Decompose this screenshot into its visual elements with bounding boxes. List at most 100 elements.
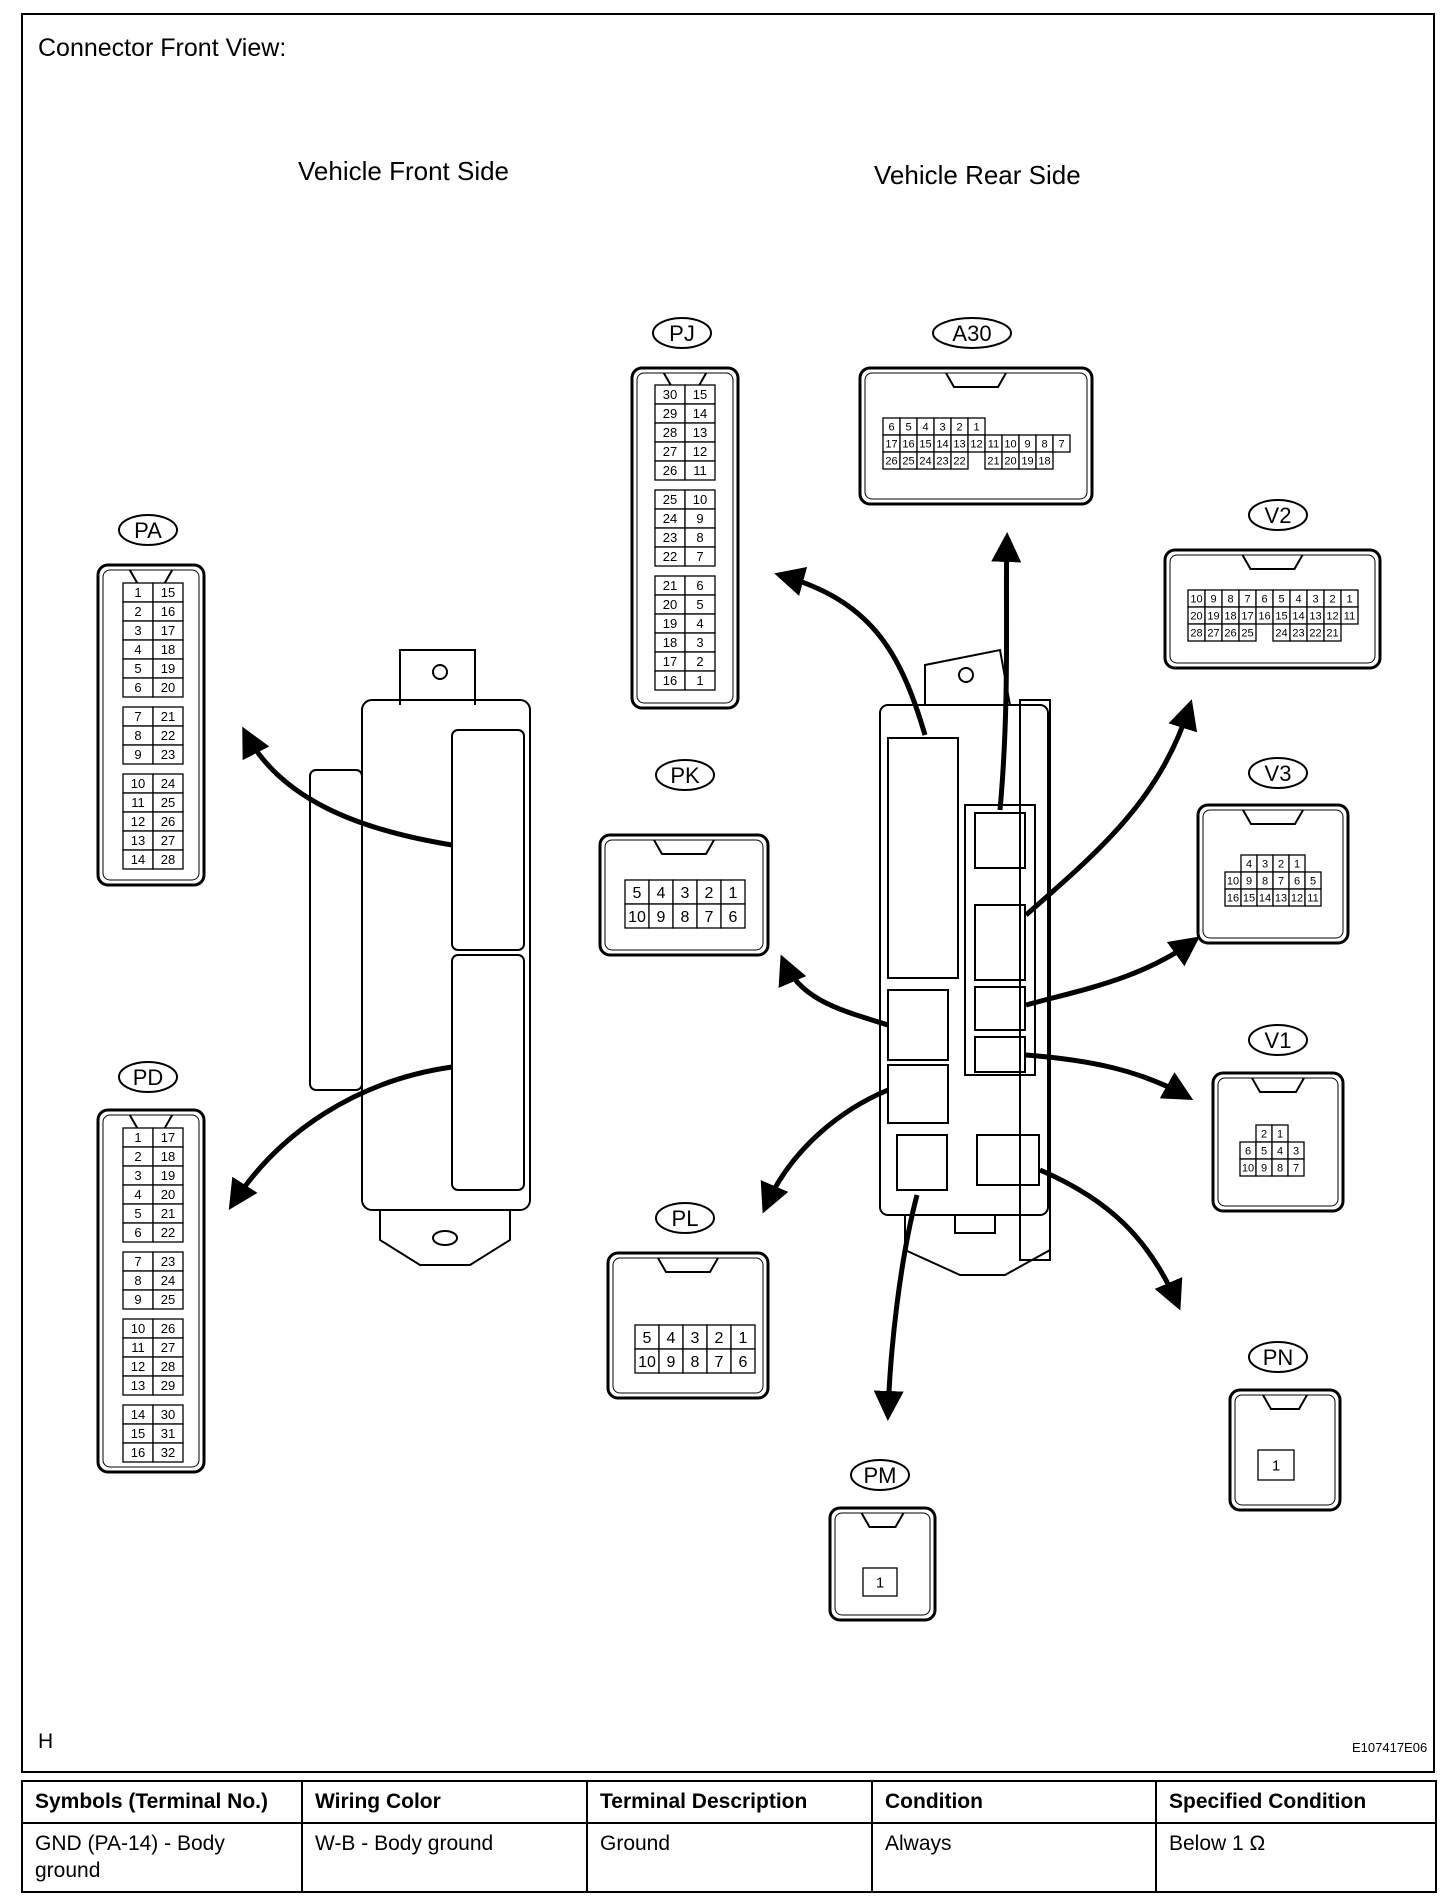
terminal-number: 13 bbox=[693, 425, 707, 440]
connector-tag-pl: PL bbox=[672, 1206, 699, 1231]
terminal-number: 5 bbox=[1310, 875, 1316, 887]
arrow-to-V1 bbox=[1025, 1052, 1194, 1100]
cell-terminal-description: Ground bbox=[586, 1822, 873, 1893]
terminal-cell bbox=[706, 1348, 732, 1374]
terminal-number: 6 bbox=[888, 421, 894, 433]
terminal-number: 9 bbox=[1261, 1162, 1267, 1174]
terminal-number: 23 bbox=[1292, 627, 1304, 639]
terminal-number: 5 bbox=[643, 1330, 652, 1347]
connector-latch bbox=[653, 839, 715, 855]
terminal-cell bbox=[730, 1348, 756, 1374]
terminal-number: 29 bbox=[161, 1378, 175, 1393]
terminal-number: 4 bbox=[1295, 593, 1301, 605]
terminal-number: 17 bbox=[1241, 610, 1253, 622]
terminal-number: 1 bbox=[973, 421, 979, 433]
terminal-number: 1 bbox=[876, 1574, 884, 1591]
terminal-cell bbox=[730, 1324, 756, 1350]
terminal-number: 18 bbox=[161, 1149, 175, 1164]
terminal-cell bbox=[152, 677, 184, 698]
terminal-number: 4 bbox=[134, 642, 141, 657]
terminal-number: 23 bbox=[936, 455, 948, 467]
terminal-number: 28 bbox=[663, 425, 677, 440]
terminal-number: 7 bbox=[134, 1254, 141, 1269]
cell-wiring-color: W-B - Body ground bbox=[301, 1822, 588, 1893]
connector-tag-oval bbox=[652, 317, 712, 349]
region-mark: H bbox=[38, 1730, 54, 1753]
connector-tag-oval bbox=[655, 1202, 715, 1234]
terminal-number: 3 bbox=[691, 1330, 700, 1347]
terminal-number: 8 bbox=[691, 1354, 700, 1371]
terminal-number: 7 bbox=[1244, 593, 1250, 605]
terminal-number: 1 bbox=[134, 585, 141, 600]
terminal-number: 10 bbox=[131, 776, 145, 791]
terminal-number: 6 bbox=[696, 578, 703, 593]
connector-tag-a30: A30 bbox=[952, 321, 991, 346]
terminal-number: 14 bbox=[1259, 892, 1271, 904]
connector-latch bbox=[657, 1257, 719, 1273]
terminal-number: 29 bbox=[663, 406, 677, 421]
terminal-number: 12 bbox=[131, 814, 145, 829]
connector-tag-oval bbox=[1248, 1341, 1308, 1373]
col-header-wiring-color: Wiring Color bbox=[301, 1780, 588, 1824]
cell-condition: Always bbox=[871, 1822, 1157, 1893]
terminal-number: 9 bbox=[1246, 875, 1252, 887]
terminal-number: 12 bbox=[970, 438, 982, 450]
terminal-number: 30 bbox=[161, 1407, 175, 1422]
terminal-number: 18 bbox=[1038, 455, 1050, 467]
arrow-to-PA bbox=[242, 726, 453, 848]
connector-housing-inner bbox=[1217, 1077, 1339, 1207]
terminal-cell bbox=[950, 451, 969, 470]
terminal-number: 3 bbox=[1312, 593, 1318, 605]
terminal-number: 3 bbox=[1262, 858, 1268, 870]
table-row: GND (PA-14) - Body ground W-B - Body gro… bbox=[21, 1822, 1437, 1893]
connector-tag-oval bbox=[1248, 499, 1308, 531]
terminal-number: 13 bbox=[953, 438, 965, 450]
terminal-number: 14 bbox=[1292, 610, 1304, 622]
terminal-number: 2 bbox=[134, 1149, 141, 1164]
col-header-condition: Condition bbox=[871, 1780, 1157, 1824]
terminal-number: 18 bbox=[1224, 610, 1236, 622]
terminal-number: 8 bbox=[1227, 593, 1233, 605]
vehicle-front-side-label: Vehicle Front Side bbox=[298, 156, 510, 186]
terminal-cell bbox=[684, 460, 716, 481]
terminal-cell bbox=[720, 879, 746, 905]
terminal-number: 8 bbox=[134, 728, 141, 743]
terminal-cell bbox=[152, 849, 184, 870]
connector-pn: PN1 bbox=[1228, 1341, 1342, 1512]
terminal-cell bbox=[648, 903, 674, 929]
terminal-number: 6 bbox=[134, 1225, 141, 1240]
terminal-number: 32 bbox=[161, 1445, 175, 1460]
terminal-number: 8 bbox=[1041, 438, 1047, 450]
connector-tag-oval bbox=[118, 514, 178, 546]
terminal-number: 13 bbox=[1309, 610, 1321, 622]
connector-tag-pn: PN bbox=[1263, 1345, 1294, 1370]
terminal-number: 15 bbox=[161, 585, 175, 600]
terminal-cell bbox=[152, 1222, 184, 1243]
connector-housing bbox=[828, 1506, 937, 1622]
terminal-number: 7 bbox=[1278, 875, 1284, 887]
cell-symbols: GND (PA-14) - Body ground bbox=[21, 1822, 303, 1893]
terminal-number: 15 bbox=[919, 438, 931, 450]
terminal-number: 28 bbox=[1190, 627, 1202, 639]
terminal-cell bbox=[152, 1375, 184, 1396]
connector-latch bbox=[945, 372, 1007, 388]
terminal-number: 13 bbox=[131, 833, 145, 848]
terminal-number: 3 bbox=[1293, 1145, 1299, 1157]
terminal-number: 26 bbox=[161, 1321, 175, 1336]
terminal-number: 12 bbox=[131, 1359, 145, 1374]
terminal-number: 2 bbox=[1278, 858, 1284, 870]
terminal-number: 19 bbox=[161, 661, 175, 676]
terminal-number: 18 bbox=[663, 635, 677, 650]
terminal-number: 4 bbox=[667, 1330, 676, 1347]
terminal-number: 13 bbox=[1275, 892, 1287, 904]
terminal-number: 3 bbox=[939, 421, 945, 433]
arrow-to-PJ bbox=[774, 566, 928, 736]
terminal-number: 25 bbox=[1241, 627, 1253, 639]
connector-tag-oval bbox=[1248, 1024, 1308, 1056]
terminal-cell bbox=[152, 744, 184, 765]
terminal-number: 28 bbox=[161, 1359, 175, 1374]
